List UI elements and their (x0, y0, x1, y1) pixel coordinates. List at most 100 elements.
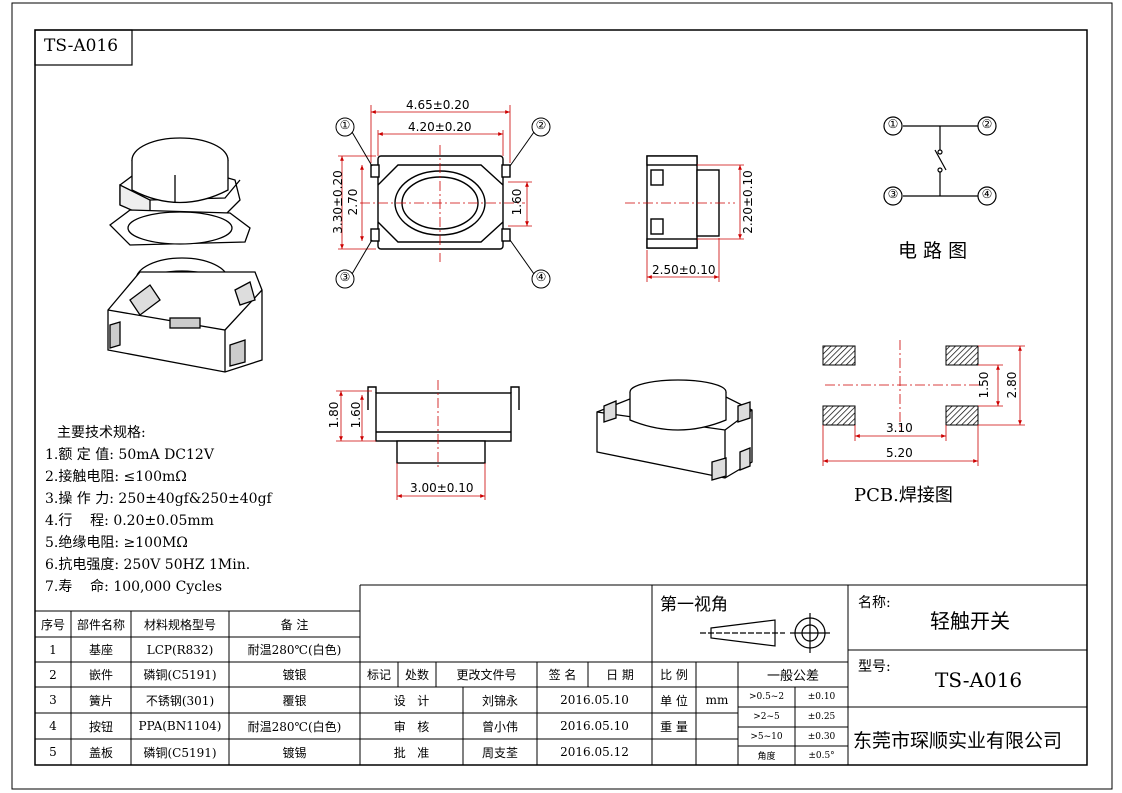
parts-cell: 耐温280℃(白色) (247, 643, 342, 657)
revision-cell: 刘锦永 (481, 693, 518, 708)
rev-header-date: 日 期 (606, 668, 634, 682)
tolerance-cell: >5~10 (750, 731, 783, 742)
specs-heading: 主要技术规格: (57, 425, 146, 441)
projection-label: 第一视角 (660, 595, 728, 615)
pcb-footprint (822, 345, 979, 426)
exploded-view (107, 137, 263, 373)
parts-cell: 覆银 (282, 693, 307, 708)
parts-cell: 基座 (88, 643, 113, 657)
front-view (367, 386, 520, 464)
dim-inner-height: 2.70 (346, 188, 360, 216)
parts-cell: 1 (49, 642, 57, 657)
top-view-pin-markers (335, 117, 551, 289)
spec-item: 1.额 定 值: 50mA DC12V (45, 447, 214, 463)
pin-1-marker: ① (339, 118, 351, 132)
rev-header-sign: 签 名 (548, 668, 577, 682)
spec-item: 2.接触电阻: ≤100mΩ (45, 469, 187, 485)
side-view (646, 155, 720, 249)
parts-cell: PPA(BN1104) (138, 719, 222, 733)
product-name: 轻触开关 (930, 609, 1010, 633)
parts-header-cell: 序号 (40, 617, 65, 632)
rev-header-mark: 标记 (366, 668, 391, 682)
first-angle-projection-symbol (700, 613, 830, 653)
tolerance-cell: ±0.25 (807, 712, 836, 722)
name-label: 名称: (858, 595, 891, 611)
circuit-pin-3: ③ (887, 187, 899, 201)
dim-outer-width: 4.65±0.20 (406, 98, 470, 112)
circuit-pin-2: ② (981, 117, 993, 131)
spec-item: 4.行 程: 0.20±0.05mm (45, 513, 214, 529)
parts-cell: LCP(R832) (146, 642, 214, 657)
parts-cell: 不锈钢(301) (145, 693, 215, 708)
parts-cell: 耐温280℃(白色) (247, 719, 342, 734)
revision-cell: 批 准 (393, 745, 430, 760)
top-view-centerlines (360, 145, 525, 262)
dim-inner-width: 4.20±0.20 (408, 120, 472, 134)
dim-side-height: 2.20±0.10 (741, 170, 755, 234)
drawing-number-box: TS-A016 (44, 36, 119, 56)
parts-cell: 盖板 (88, 745, 113, 760)
title-block-lines (35, 584, 1087, 765)
circuit-pin-1: ① (887, 117, 899, 131)
parts-header-cell: 备 注 (280, 617, 309, 632)
parts-cell: 2 (49, 667, 57, 682)
front-view-dimensions (336, 380, 486, 500)
pcb-dim-outer-width: 5.20 (886, 446, 913, 460)
parts-cell: 磷铜(C5191) (143, 668, 217, 682)
revision-cell: 2016.05.10 (560, 719, 629, 733)
parts-cell: 5 (49, 745, 57, 759)
parts-cell: 镀银 (282, 668, 307, 682)
tolerance-cell: ±0.10 (807, 692, 836, 702)
parts-cell: 按钮 (88, 719, 113, 734)
pcb-dim-inner-height: 1.50 (977, 371, 991, 399)
pcb-title: PCB.焊接图 (854, 485, 953, 506)
assembled-view (596, 379, 753, 481)
parts-cell: 镀锡 (282, 745, 307, 760)
spec-item: 5.绝缘电阻: ≥100MΩ (45, 535, 188, 551)
parts-cell: 嵌件 (88, 668, 113, 682)
pin-3-marker: ③ (339, 270, 351, 284)
circuit-diagram (883, 116, 997, 206)
unit-value: mm (705, 693, 729, 707)
model-label: 型号: (858, 659, 891, 675)
revision-cell: 2016.05.12 (560, 745, 629, 759)
parts-header-cell: 材料规格型号 (143, 617, 216, 632)
top-view (370, 155, 511, 250)
circuit-title: 电 路 图 (898, 240, 968, 262)
pcb-dim-inner-width: 3.10 (886, 421, 913, 435)
pcb-dim-outer-height: 2.80 (1005, 371, 1019, 399)
tolerance-cell: ±0.30 (807, 731, 836, 742)
revision-cell: 曾小伟 (481, 719, 518, 734)
revision-cell: 审 核 (393, 719, 430, 734)
dim-side-width: 2.50±0.10 (652, 263, 716, 277)
dim-pad-height: 1.60 (510, 188, 524, 216)
parts-cell: 磷铜(C5191) (143, 745, 217, 760)
rev-header-docno: 更改文件号 (456, 668, 517, 682)
revision-cell: 周支荃 (481, 745, 518, 760)
parts-cell: 4 (49, 719, 57, 733)
tolerance-cell: 角度 (757, 752, 776, 762)
side-view-dimensions (625, 164, 744, 282)
tolerance-cell: >0.5~2 (748, 692, 785, 702)
parts-header-cell: 部件名称 (76, 617, 125, 632)
tolerance-cell: ±0.5° (808, 750, 835, 761)
revision-cell: 2016.05.10 (560, 693, 629, 707)
top-view-dimensions (338, 105, 532, 250)
dim-front-height-1: 1.80 (327, 401, 341, 429)
pin-4-marker: ④ (535, 270, 547, 284)
dim-front-height-2: 1.60 (349, 401, 363, 429)
weight-label: 重 量 (660, 719, 688, 734)
tolerance-title: 一般公差 (766, 669, 819, 684)
circuit-pin-4: ④ (981, 187, 993, 201)
outer-frame (11, 2, 1113, 790)
dim-total-height: 3.30±0.20 (331, 170, 345, 234)
spec-item: 3.操 作 力: 250±40gf&250±40gf (45, 491, 272, 507)
scale-label: 比 例 (660, 668, 688, 682)
parts-cell: 3 (49, 693, 57, 707)
drawing-no-box-frame (34, 29, 133, 66)
pin-2-marker: ② (535, 118, 547, 132)
spec-item: 6.抗电强度: 250V 50HZ 1Min. (45, 557, 251, 573)
inner-frame (34, 29, 1088, 766)
dim-front-width: 3.00±0.10 (410, 481, 474, 495)
